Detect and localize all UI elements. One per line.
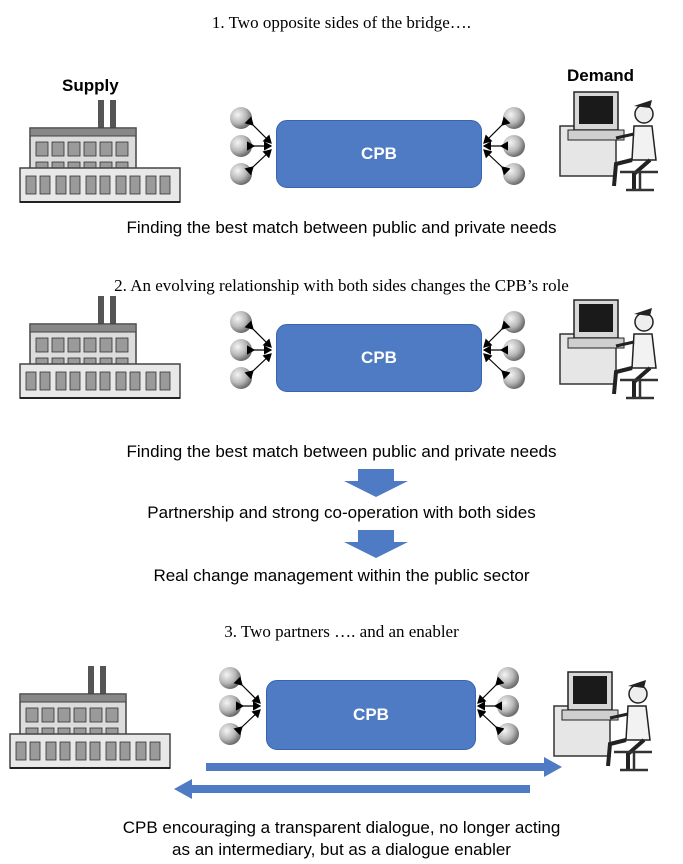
person-at-computer-icon — [552, 670, 654, 772]
right-node-cluster — [476, 312, 526, 392]
cpb-box: CPB — [276, 120, 482, 188]
person-at-computer-icon — [558, 90, 660, 192]
section-2-step-2: Partnership and strong co-operation with… — [147, 503, 536, 522]
section-3-caption-line-1: CPB encouraging a transparent dialogue, … — [122, 818, 561, 837]
section-2-caption: Finding the best match between public an… — [126, 442, 557, 461]
right-arrow-icon — [206, 757, 562, 777]
left-node-cluster — [218, 668, 268, 748]
factory-icon — [19, 99, 181, 203]
cpb-box: CPB — [276, 324, 482, 392]
section-1-caption: Finding the best match between public an… — [126, 218, 557, 237]
factory-icon — [9, 665, 171, 769]
section-3-caption-line-2: as an intermediary, but as a dialogue en… — [172, 840, 511, 859]
section-2-heading: 2. An evolving relationship with both si… — [114, 276, 569, 295]
left-arrow-icon — [174, 779, 530, 799]
person-at-computer-icon — [558, 298, 660, 400]
down-arrow-icon — [344, 469, 408, 497]
section-3-heading: 3. Two partners …. and an enabler — [224, 622, 459, 641]
demand-label: Demand — [567, 66, 635, 85]
down-arrow-icon — [344, 530, 408, 558]
section-1-heading: 1. Two opposite sides of the bridge…. — [211, 13, 472, 32]
section-2-step-3: Real change management within the public… — [153, 566, 530, 585]
right-node-cluster — [476, 108, 526, 188]
left-node-cluster — [229, 108, 279, 188]
cpb-box: CPB — [266, 680, 476, 750]
supply-label: Supply — [62, 76, 119, 95]
right-node-cluster — [470, 668, 520, 748]
factory-icon — [19, 295, 181, 399]
left-node-cluster — [229, 312, 279, 392]
